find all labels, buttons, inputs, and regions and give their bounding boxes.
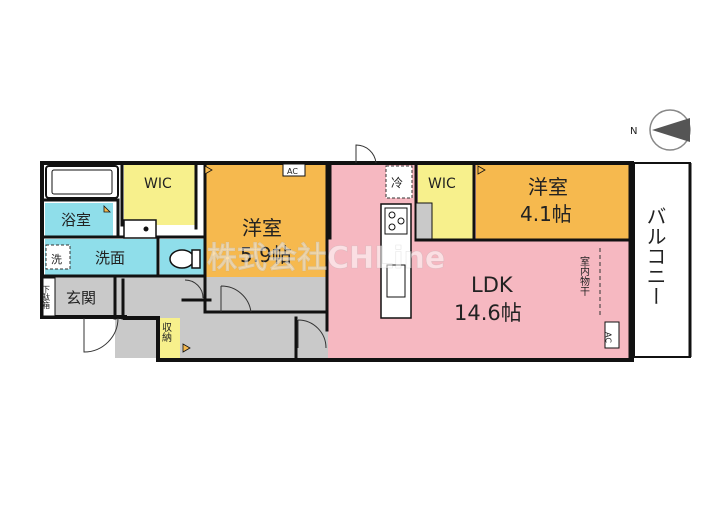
ac-box-western bbox=[282, 163, 306, 177]
ldk-door-swing bbox=[297, 319, 327, 349]
western-right-area bbox=[476, 163, 630, 239]
stove-icon bbox=[384, 207, 408, 235]
ac-box-ldk bbox=[604, 321, 620, 349]
compass-icon bbox=[649, 109, 691, 151]
storage-label: 収納 bbox=[160, 322, 172, 343]
ac-label-western: AC bbox=[287, 167, 298, 176]
ldk-size: 14.6帖 bbox=[454, 301, 522, 325]
wic-left-area bbox=[124, 163, 196, 225]
storage-area bbox=[160, 318, 180, 358]
shoe-box-icon bbox=[42, 277, 56, 317]
top-door-swing bbox=[355, 144, 377, 164]
bath-area bbox=[45, 203, 113, 237]
shoe-box-label: 下駄箱 bbox=[42, 285, 51, 310]
balcony-label: バルコニー bbox=[643, 206, 667, 306]
washer-icon bbox=[45, 244, 71, 270]
entrance-area bbox=[55, 277, 123, 315]
sink-icon bbox=[386, 264, 406, 298]
western-left-name: 洋室 bbox=[242, 216, 282, 240]
toilet-door-swing bbox=[184, 279, 204, 299]
wic-right-label: WIC bbox=[428, 176, 456, 192]
western-right-name: 洋室 bbox=[528, 175, 568, 199]
bath-label: 浴室 bbox=[61, 211, 91, 229]
western-door-swing bbox=[220, 285, 252, 313]
entrance-door-swing bbox=[83, 317, 119, 353]
washer-label: 洗 bbox=[51, 253, 62, 266]
western-right-size: 4.1帖 bbox=[520, 202, 572, 226]
fridge-icon bbox=[385, 165, 413, 199]
wash-basin-icon bbox=[123, 219, 157, 239]
outer-wall bbox=[40, 161, 634, 362]
wic-left-label: WIC bbox=[144, 176, 172, 192]
balcony-area bbox=[636, 165, 690, 355]
entrance-label: 玄関 bbox=[66, 289, 96, 307]
hall-walls bbox=[121, 278, 298, 360]
bathtub-icon bbox=[45, 165, 119, 199]
ac-label-ldk: AC bbox=[604, 332, 613, 343]
washroom-label: 洗面 bbox=[95, 249, 125, 267]
fridge-label: 冷 bbox=[391, 176, 403, 190]
watermark: 株式会社CHLine bbox=[207, 241, 445, 276]
western-left-size: 5.9帖 bbox=[240, 243, 292, 267]
toilet-icon bbox=[169, 249, 195, 269]
interior-walls bbox=[40, 161, 632, 362]
ldk-name: LDK bbox=[471, 273, 514, 297]
indoor-drying-label: 室内物干 bbox=[578, 255, 590, 297]
compass-north-label: N bbox=[630, 126, 637, 137]
